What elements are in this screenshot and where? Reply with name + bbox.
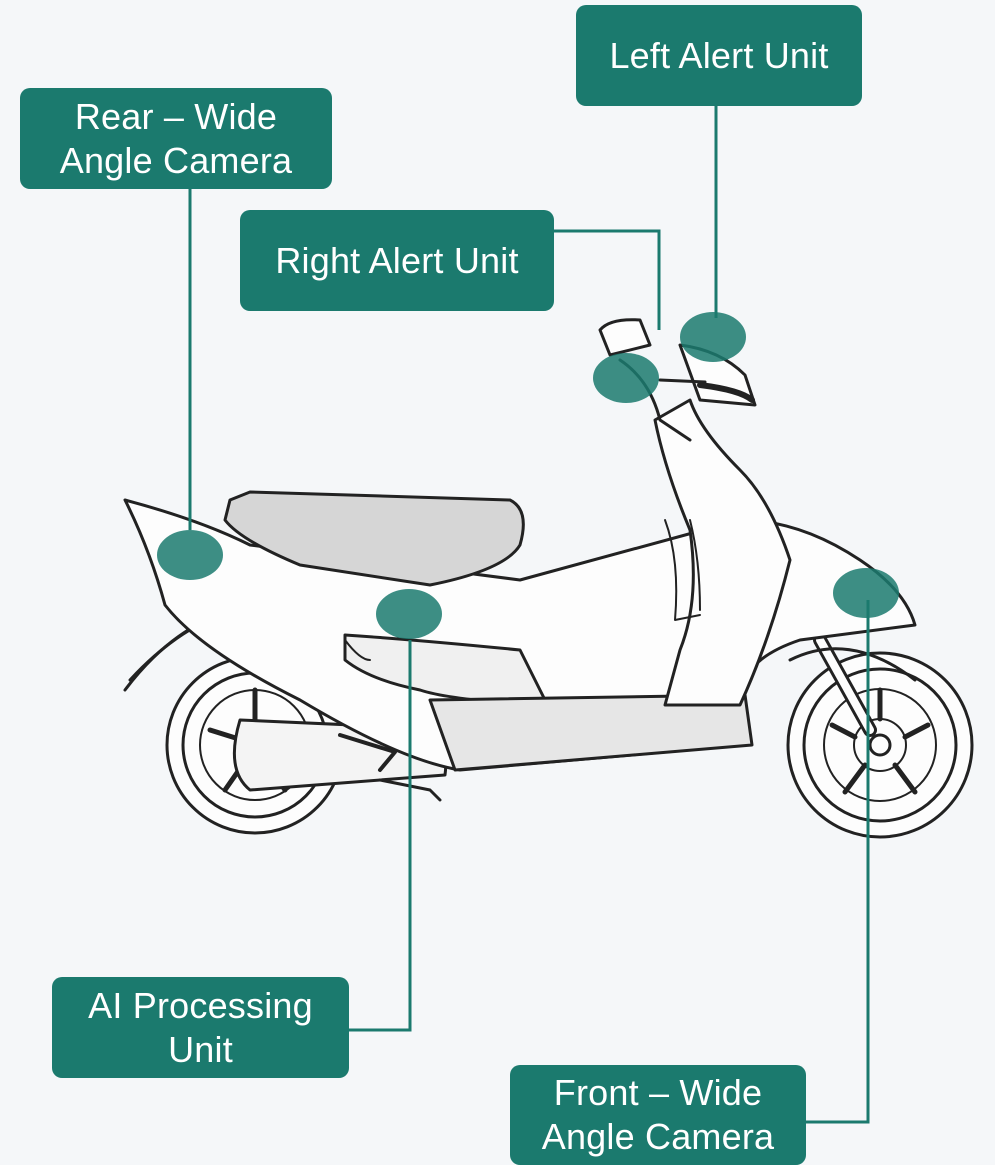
rear-wide-angle-camera-label: Rear – Wide Angle Camera — [20, 88, 332, 189]
marker-ai-processing-unit — [376, 589, 442, 639]
component-markers — [157, 312, 899, 639]
right-alert-unit-label: Right Alert Unit — [240, 210, 554, 311]
scooter-illustration — [123, 318, 974, 839]
ai-processing-unit-label: AI Processing Unit — [52, 977, 349, 1078]
front-wheel — [786, 651, 974, 839]
leader-front-camera — [806, 600, 870, 1124]
left-alert-unit-label: Left Alert Unit — [576, 5, 862, 106]
marker-rear-camera — [157, 530, 223, 580]
marker-right-alert-unit — [593, 353, 659, 403]
leader-ai-unit — [349, 640, 412, 1032]
front-wide-angle-camera-label: Front – Wide Angle Camera — [510, 1065, 806, 1165]
leader-lines — [188, 106, 870, 1124]
marker-left-alert-unit — [680, 312, 746, 362]
marker-front-camera — [833, 568, 899, 618]
leader-right-alert — [554, 229, 661, 330]
